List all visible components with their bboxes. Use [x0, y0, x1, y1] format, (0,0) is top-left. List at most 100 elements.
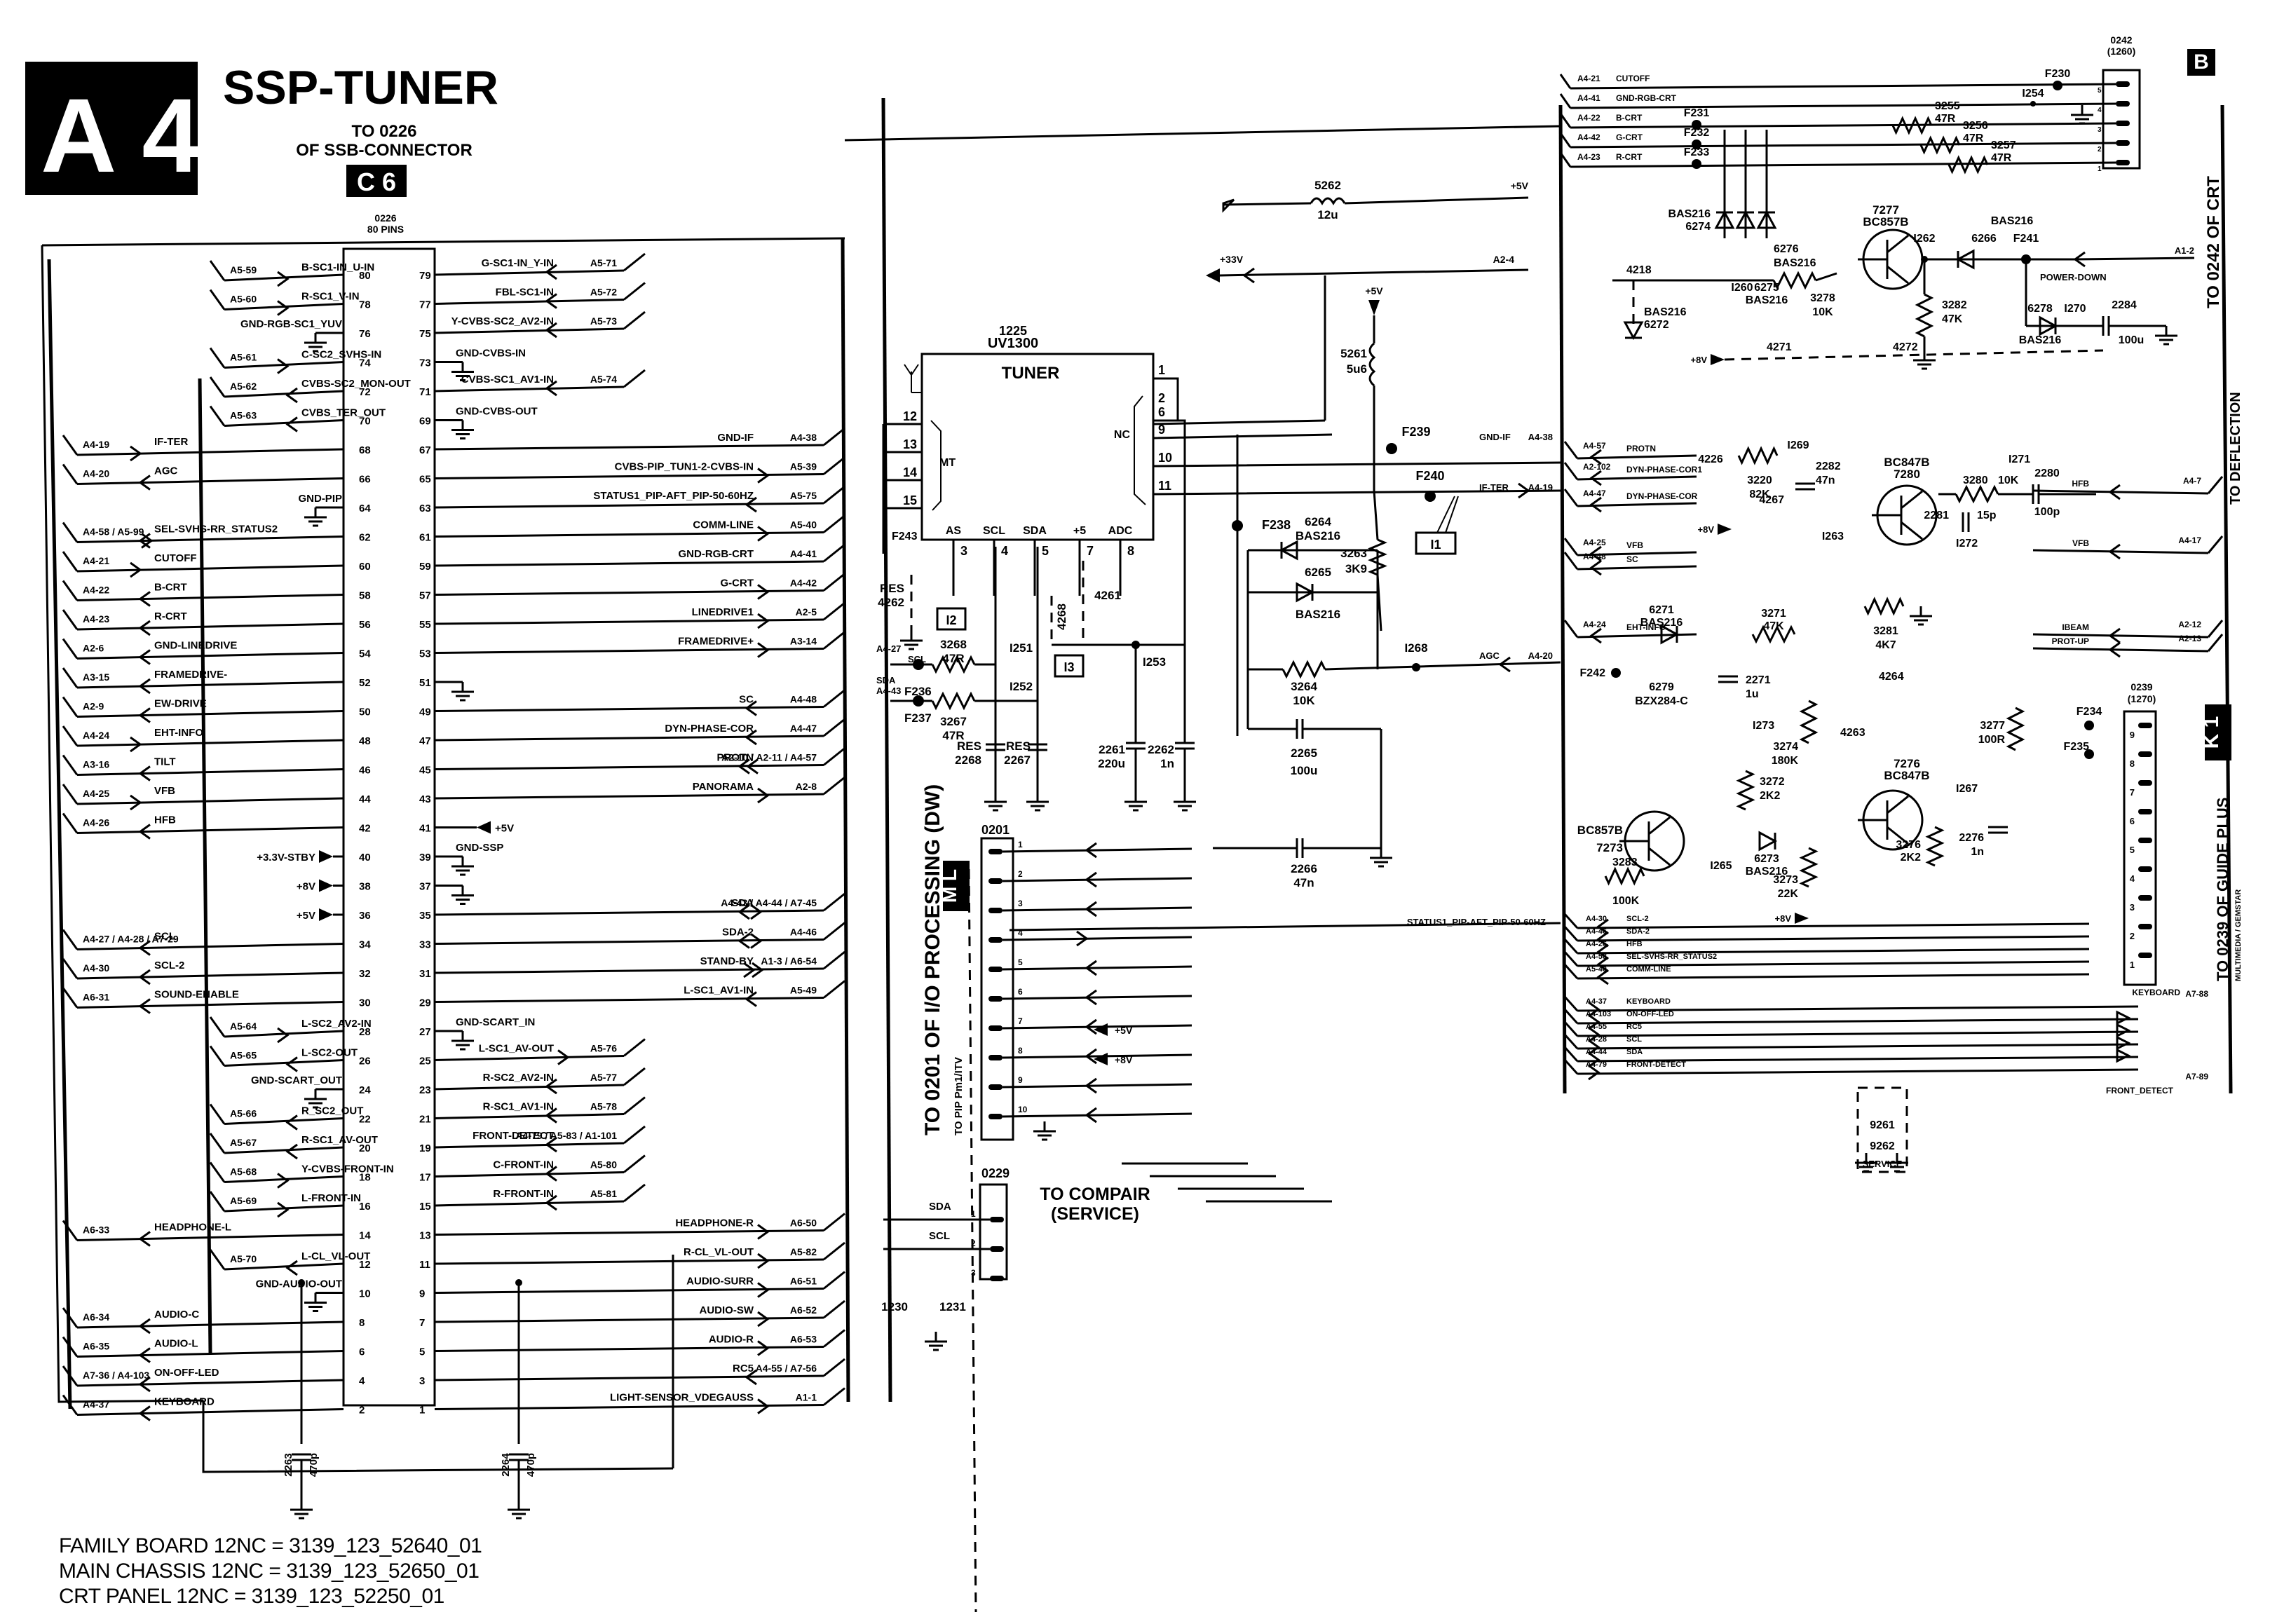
resistor-3277-value: 100R: [1978, 734, 2006, 746]
diode-6265-value: BAS216: [1296, 608, 1340, 621]
connector-ref: A5-74: [590, 374, 617, 385]
connector-0201-pin-2: 2: [988, 869, 1192, 888]
connector-ref: A3-15: [83, 671, 109, 683]
wire: [76, 1350, 344, 1358]
signal-label: LINEDRIVE1: [692, 606, 754, 618]
pin-number: 52: [359, 677, 371, 689]
bus-tap: [823, 1329, 845, 1348]
pin-number: 1: [2130, 960, 2135, 970]
guide-ref: A4-26: [1586, 940, 1607, 948]
diode-6273-ref: 6273: [1754, 853, 1779, 865]
bus-tap: [623, 1067, 646, 1086]
bus-tap: [823, 514, 845, 533]
pin-number: 4: [2098, 107, 2102, 114]
sheet-badge: [25, 62, 198, 195]
capacitor-2262-value: 1n: [1160, 757, 1174, 770]
connector-ref: A5-70: [230, 1253, 257, 1264]
ground-icon: [1855, 1153, 1877, 1173]
ground-icon: [925, 1332, 947, 1351]
inductor-icon: [1368, 342, 1376, 387]
bus-tap: [62, 784, 79, 805]
deflection-ref: A4-17: [2178, 535, 2201, 545]
wire: [434, 560, 824, 567]
bus-tap: [62, 1394, 79, 1416]
arrow-left-icon: [1085, 901, 1097, 917]
capacitor-icon: [1718, 675, 1738, 683]
transistor-7276: [1858, 789, 1924, 851]
connector-0239-pin-7: 7: [2130, 780, 2152, 798]
pin-number: 48: [359, 735, 371, 747]
wire: [1002, 1024, 1192, 1030]
wire: [434, 997, 824, 1003]
supply-label: +5V: [297, 910, 315, 922]
junction-dot: [1425, 491, 1436, 502]
pin-icon: [2138, 751, 2152, 757]
pin-number: 51: [419, 677, 431, 689]
wire: [1724, 349, 2104, 361]
gnd-if-label: GND-IF: [1479, 432, 1511, 442]
connector-ref: A5-65: [230, 1050, 257, 1061]
connector-0229-caption2: (SERVICE): [1051, 1204, 1139, 1224]
capacitor-icon: [1988, 826, 2008, 834]
sda-label: SDA: [876, 675, 896, 685]
signal-label: SCL: [154, 931, 175, 943]
header: A 4 SSP-TUNER TO 0226 OF SSB-CONNECTOR C…: [25, 61, 498, 235]
pin-number: 23: [419, 1084, 431, 1096]
wire: [76, 594, 344, 601]
transistor-7280: [1872, 484, 1938, 546]
connector-ref: A5-73: [590, 315, 617, 327]
ground-icon: [304, 333, 327, 353]
bus-tap: [623, 1183, 646, 1203]
pin-number: 1: [971, 1209, 976, 1219]
connector-0239-pin-4: 4: [2130, 866, 2152, 884]
footer-crt-panel: CRT PANEL 12NC = 3139_123_52250_01: [59, 1585, 444, 1608]
supply-arrow-icon: [319, 908, 333, 921]
arrow-left-icon: [545, 380, 557, 397]
bus-tap: [62, 463, 79, 485]
wire: [434, 327, 625, 334]
pin-icon: [990, 1246, 1004, 1252]
node-I268: I268: [1404, 641, 1427, 655]
crt-supply-label: +8V: [1691, 355, 1708, 365]
resistor-3264-ref: 3264: [1291, 680, 1317, 693]
test-point-F233: F233: [1684, 146, 1710, 158]
wire: [1577, 960, 2090, 967]
connector-0229-id: 0229: [981, 1166, 1010, 1180]
supply-arrow-icon: [1094, 1023, 1108, 1036]
wire: [2032, 647, 2209, 653]
diode-icon: [1660, 624, 1680, 645]
guide-signal: SEL-SVHS-RR_STATUS2: [1626, 953, 1717, 961]
arrow-left-icon: [545, 293, 557, 309]
bus-tap: [209, 376, 226, 397]
pin-number: 34: [359, 939, 371, 951]
arrow-left-icon: [138, 649, 151, 665]
arrow-left-icon: [745, 729, 757, 746]
pin-number: 2: [2098, 146, 2102, 153]
wire: [1577, 1068, 2139, 1075]
wire: [1002, 906, 1192, 912]
node-I260: I260: [1731, 282, 1753, 294]
node-I253: I253: [1143, 655, 1166, 669]
signal-label: VFB: [154, 785, 175, 797]
arrow-left-icon: [1085, 1077, 1097, 1094]
deflection-ref: A2-102: [1583, 462, 1611, 472]
bus-tap: [2207, 620, 2224, 638]
ground-icon: [451, 362, 474, 381]
pin-number: 7: [419, 1317, 425, 1329]
tuner-pin-name-5: SDA: [1023, 525, 1047, 537]
pin-number: 70: [359, 416, 371, 428]
